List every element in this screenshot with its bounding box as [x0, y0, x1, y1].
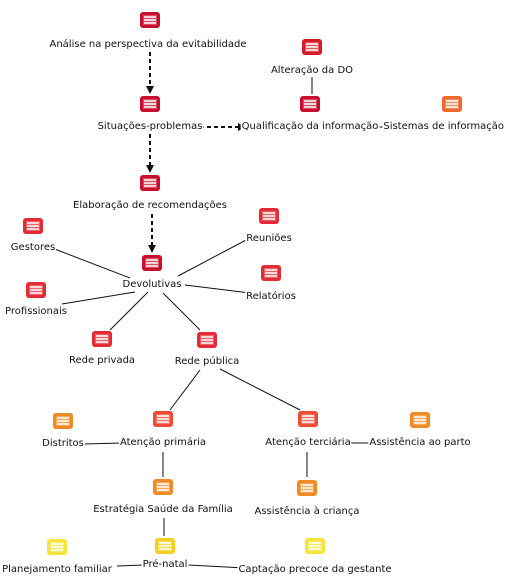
- node-label-assist-parto[interactable]: Assistência ao parto: [368, 437, 472, 449]
- topic-icon[interactable]: [410, 412, 430, 428]
- node-label-situacoes[interactable]: Situações-problemas: [96, 121, 204, 133]
- node-label-atencao-prim[interactable]: Atenção primária: [118, 437, 208, 449]
- connector-prenatal-to-captacao: [187, 564, 246, 569]
- topic-icon[interactable]: [153, 479, 173, 495]
- topic-icon[interactable]: [153, 411, 173, 427]
- node-label-qualificacao[interactable]: Qualificação da informação: [240, 121, 380, 133]
- connector-devolutivas-to-profissionais: [61, 291, 136, 305]
- topic-icon[interactable]: [300, 96, 320, 112]
- topic-icon[interactable]: [140, 12, 160, 28]
- node-label-captacao[interactable]: Captação precoce da gestante: [237, 564, 393, 576]
- topic-icon[interactable]: [297, 480, 317, 496]
- topic-icon[interactable]: [140, 175, 160, 191]
- topic-icon[interactable]: [155, 538, 175, 554]
- node-label-rede-privada[interactable]: Rede privada: [67, 355, 137, 367]
- node-label-relatorios[interactable]: Relatórios: [245, 291, 297, 303]
- connector-rede_publica-to-atencao_terc: [219, 368, 301, 411]
- topic-icon[interactable]: [259, 208, 279, 224]
- topic-icon[interactable]: [47, 539, 67, 555]
- topic-icon[interactable]: [298, 411, 318, 427]
- topic-icon[interactable]: [142, 255, 162, 271]
- topic-icon[interactable]: [261, 265, 281, 281]
- connector-devolutivas-to-relatorios: [184, 284, 251, 294]
- node-label-elaboracao[interactable]: Elaboração de recomendações: [72, 200, 228, 212]
- topic-icon[interactable]: [140, 96, 160, 112]
- topic-icon[interactable]: [23, 218, 43, 234]
- node-label-reunioes[interactable]: Reuniões: [245, 233, 293, 245]
- connector-rede_publica-to-atencao_prim: [169, 369, 201, 411]
- node-label-distritos[interactable]: Distritos: [41, 438, 85, 450]
- node-label-prenatal[interactable]: Pré-natal: [141, 559, 189, 571]
- topic-icon[interactable]: [53, 413, 73, 429]
- connector-devolutivas-to-reunioes: [177, 238, 249, 277]
- node-label-atencao-terc[interactable]: Atenção terciária: [264, 437, 352, 449]
- topic-icon[interactable]: [305, 538, 325, 554]
- node-label-gestores[interactable]: Gestores: [9, 242, 57, 254]
- node-label-sistemas[interactable]: Sistemas de informação: [382, 121, 505, 133]
- topic-icon[interactable]: [302, 39, 322, 55]
- topic-icon[interactable]: [92, 331, 112, 347]
- connector-devolutivas-to-rede_publica: [162, 292, 201, 331]
- node-label-profissionais[interactable]: Profissionais: [4, 306, 68, 318]
- connector-devolutivas-to-gestores: [51, 247, 131, 279]
- topic-icon[interactable]: [442, 96, 462, 112]
- node-label-devolutivas[interactable]: Devolutivas: [121, 279, 183, 291]
- node-label-planejamento[interactable]: Planejamento familiar: [1, 564, 113, 576]
- node-label-rede-publica[interactable]: Rede pública: [173, 356, 241, 368]
- topic-icon[interactable]: [26, 282, 46, 298]
- connector-devolutivas-to-rede_privada: [109, 291, 149, 331]
- node-label-estrategia[interactable]: Estratégia Saúde da Família: [92, 504, 234, 516]
- connector-prenatal-to-planejamento: [116, 564, 144, 567]
- node-label-assist-crianca[interactable]: Assistência à criança: [253, 506, 361, 518]
- node-label-alteracao[interactable]: Alteração da DO: [269, 65, 355, 77]
- topic-icon[interactable]: [197, 332, 217, 348]
- connector-atencao_prim-to-distritos: [83, 442, 123, 445]
- node-label-analise[interactable]: Análise na perspectiva da evitabilidade: [48, 39, 248, 51]
